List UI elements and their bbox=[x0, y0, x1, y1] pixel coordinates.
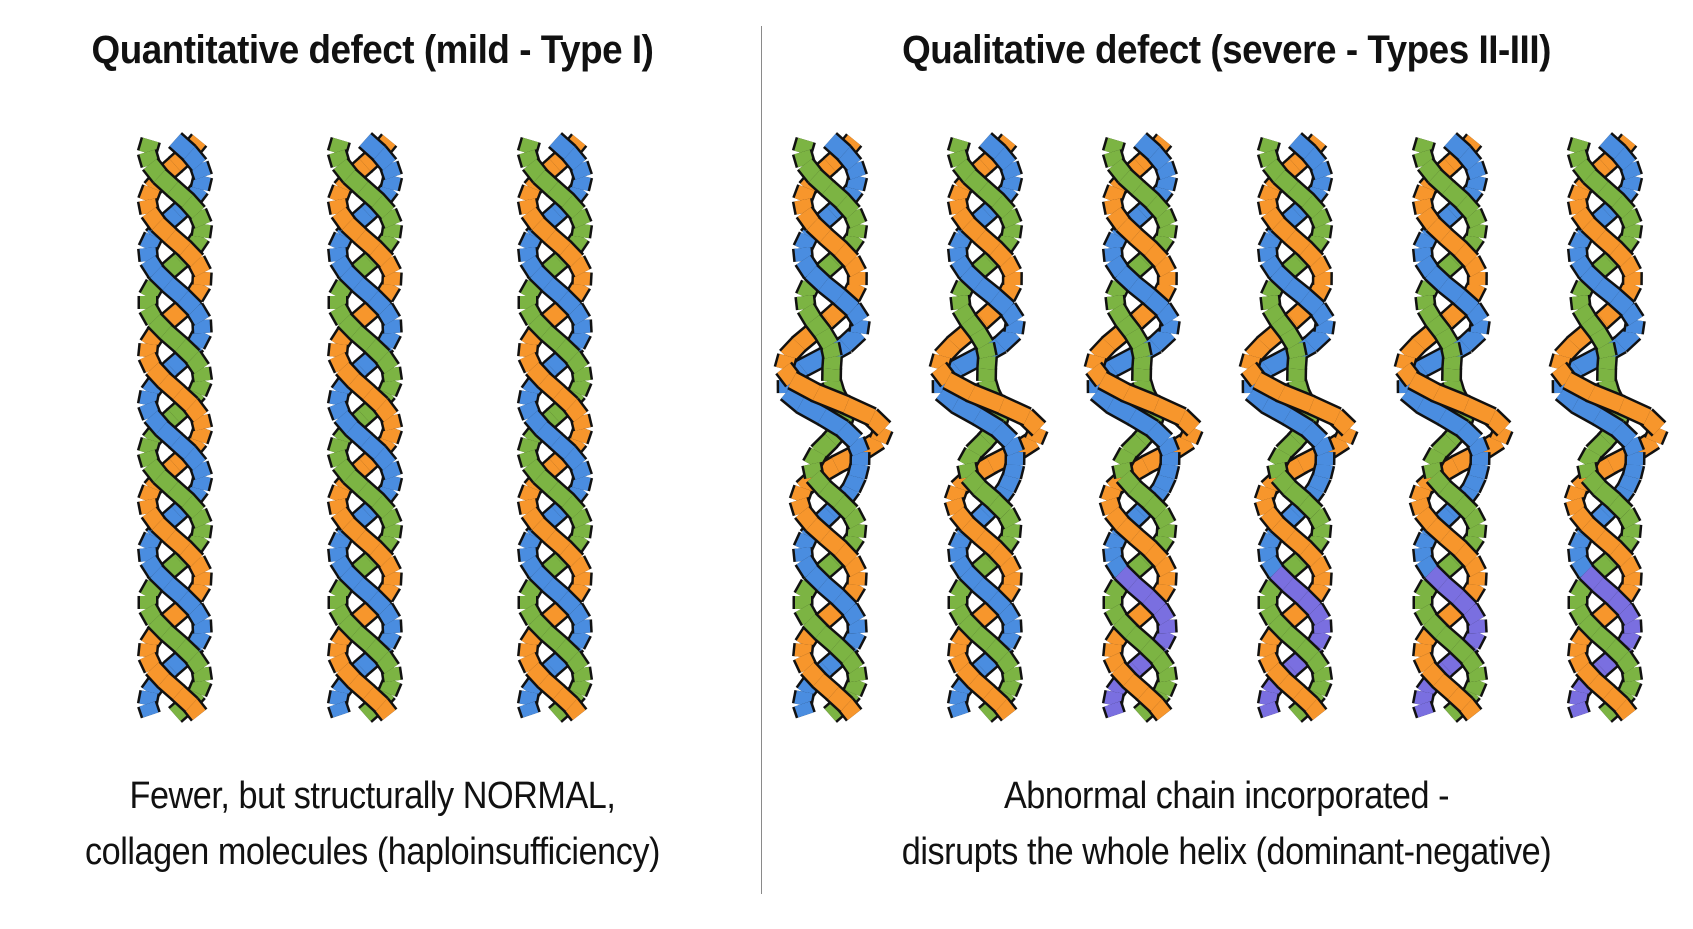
abnormal-helix-group bbox=[773, 132, 1669, 723]
left-panel-title: Quantitative defect (mild - Type I) bbox=[91, 28, 654, 72]
abnormal-helix-4 bbox=[1238, 132, 1359, 723]
abnormal-helix-1 bbox=[773, 132, 894, 723]
panel-divider bbox=[761, 26, 762, 894]
abnormal-helix-3 bbox=[1083, 132, 1204, 723]
abnormal-helix-5 bbox=[1393, 132, 1514, 723]
left-panel-caption: Fewer, but structurally NORMAL, collagen… bbox=[37, 768, 708, 880]
right-caption-line-2: disrupts the whole helix (dominant-negat… bbox=[901, 831, 1552, 873]
normal-helix-3 bbox=[516, 132, 594, 723]
normal-helix-group bbox=[136, 132, 594, 723]
abnormal-helix-6 bbox=[1548, 132, 1669, 723]
right-caption-line-1: Abnormal chain incorporated - bbox=[1003, 775, 1450, 817]
left-caption-line-1: Fewer, but structurally NORMAL, bbox=[129, 775, 616, 817]
normal-helix-2 bbox=[326, 132, 404, 723]
right-panel-title: Qualitative defect (severe - Types II-II… bbox=[902, 28, 1551, 72]
left-caption-line-2: collagen molecules (haploinsufficiency) bbox=[85, 831, 660, 873]
normal-helix-1 bbox=[136, 132, 214, 723]
right-panel-caption: Abnormal chain incorporated - disrupts t… bbox=[807, 768, 1647, 880]
abnormal-helix-2 bbox=[928, 132, 1049, 723]
